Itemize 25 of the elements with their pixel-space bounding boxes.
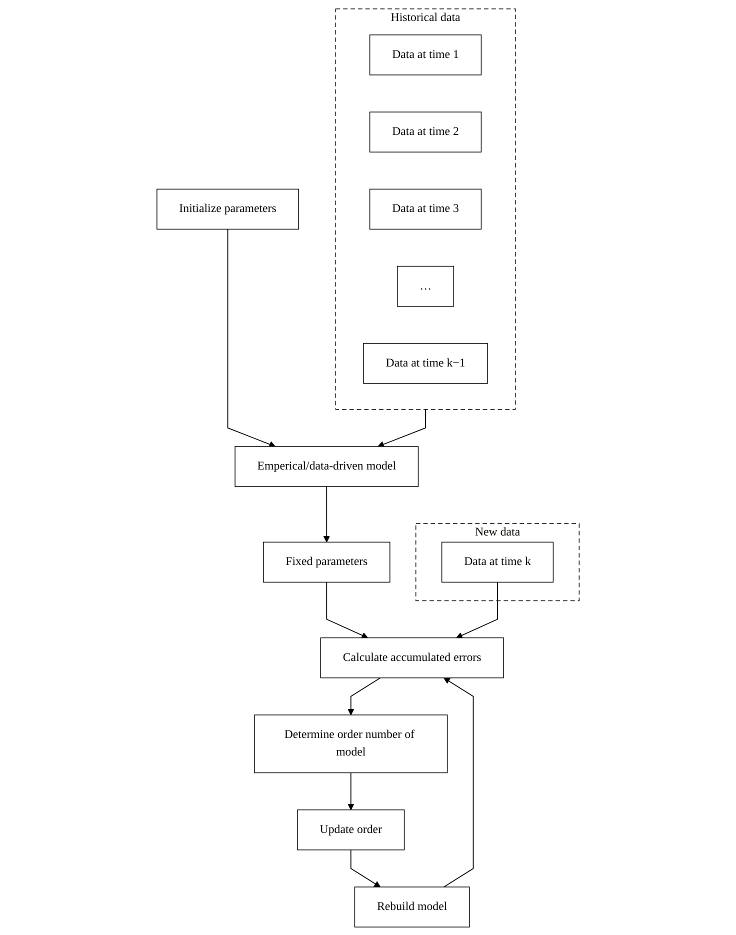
arrow xyxy=(326,581,368,638)
node-box xyxy=(369,188,482,230)
node-box xyxy=(156,188,299,230)
node-box xyxy=(234,446,419,486)
arrow xyxy=(456,581,498,638)
node-box xyxy=(297,809,405,850)
node-box xyxy=(396,265,454,306)
arrow xyxy=(348,676,381,715)
node-box xyxy=(254,714,448,773)
arrow xyxy=(350,848,381,887)
node-box xyxy=(262,541,390,582)
arrow xyxy=(348,772,354,810)
arrow xyxy=(227,228,276,447)
flowchart-drawing: New data Historical data Data at time 1 Data at time 2 Data at time 3 … Data at time k−1 Data at time k Initialize parameters Emperical/data-driven model Fixed parameters Calculate accumulated errors Determine order number of model Update order Rebuild model xyxy=(150,2,586,932)
node-box xyxy=(369,111,482,152)
arrow xyxy=(443,677,474,887)
node-box xyxy=(363,342,488,384)
node-box xyxy=(441,541,554,582)
arrow xyxy=(323,486,330,542)
cluster xyxy=(415,522,580,601)
node-box xyxy=(354,886,470,927)
cluster xyxy=(335,8,516,410)
node-box xyxy=(320,636,504,678)
arrow xyxy=(378,408,426,447)
node-box xyxy=(369,34,482,75)
